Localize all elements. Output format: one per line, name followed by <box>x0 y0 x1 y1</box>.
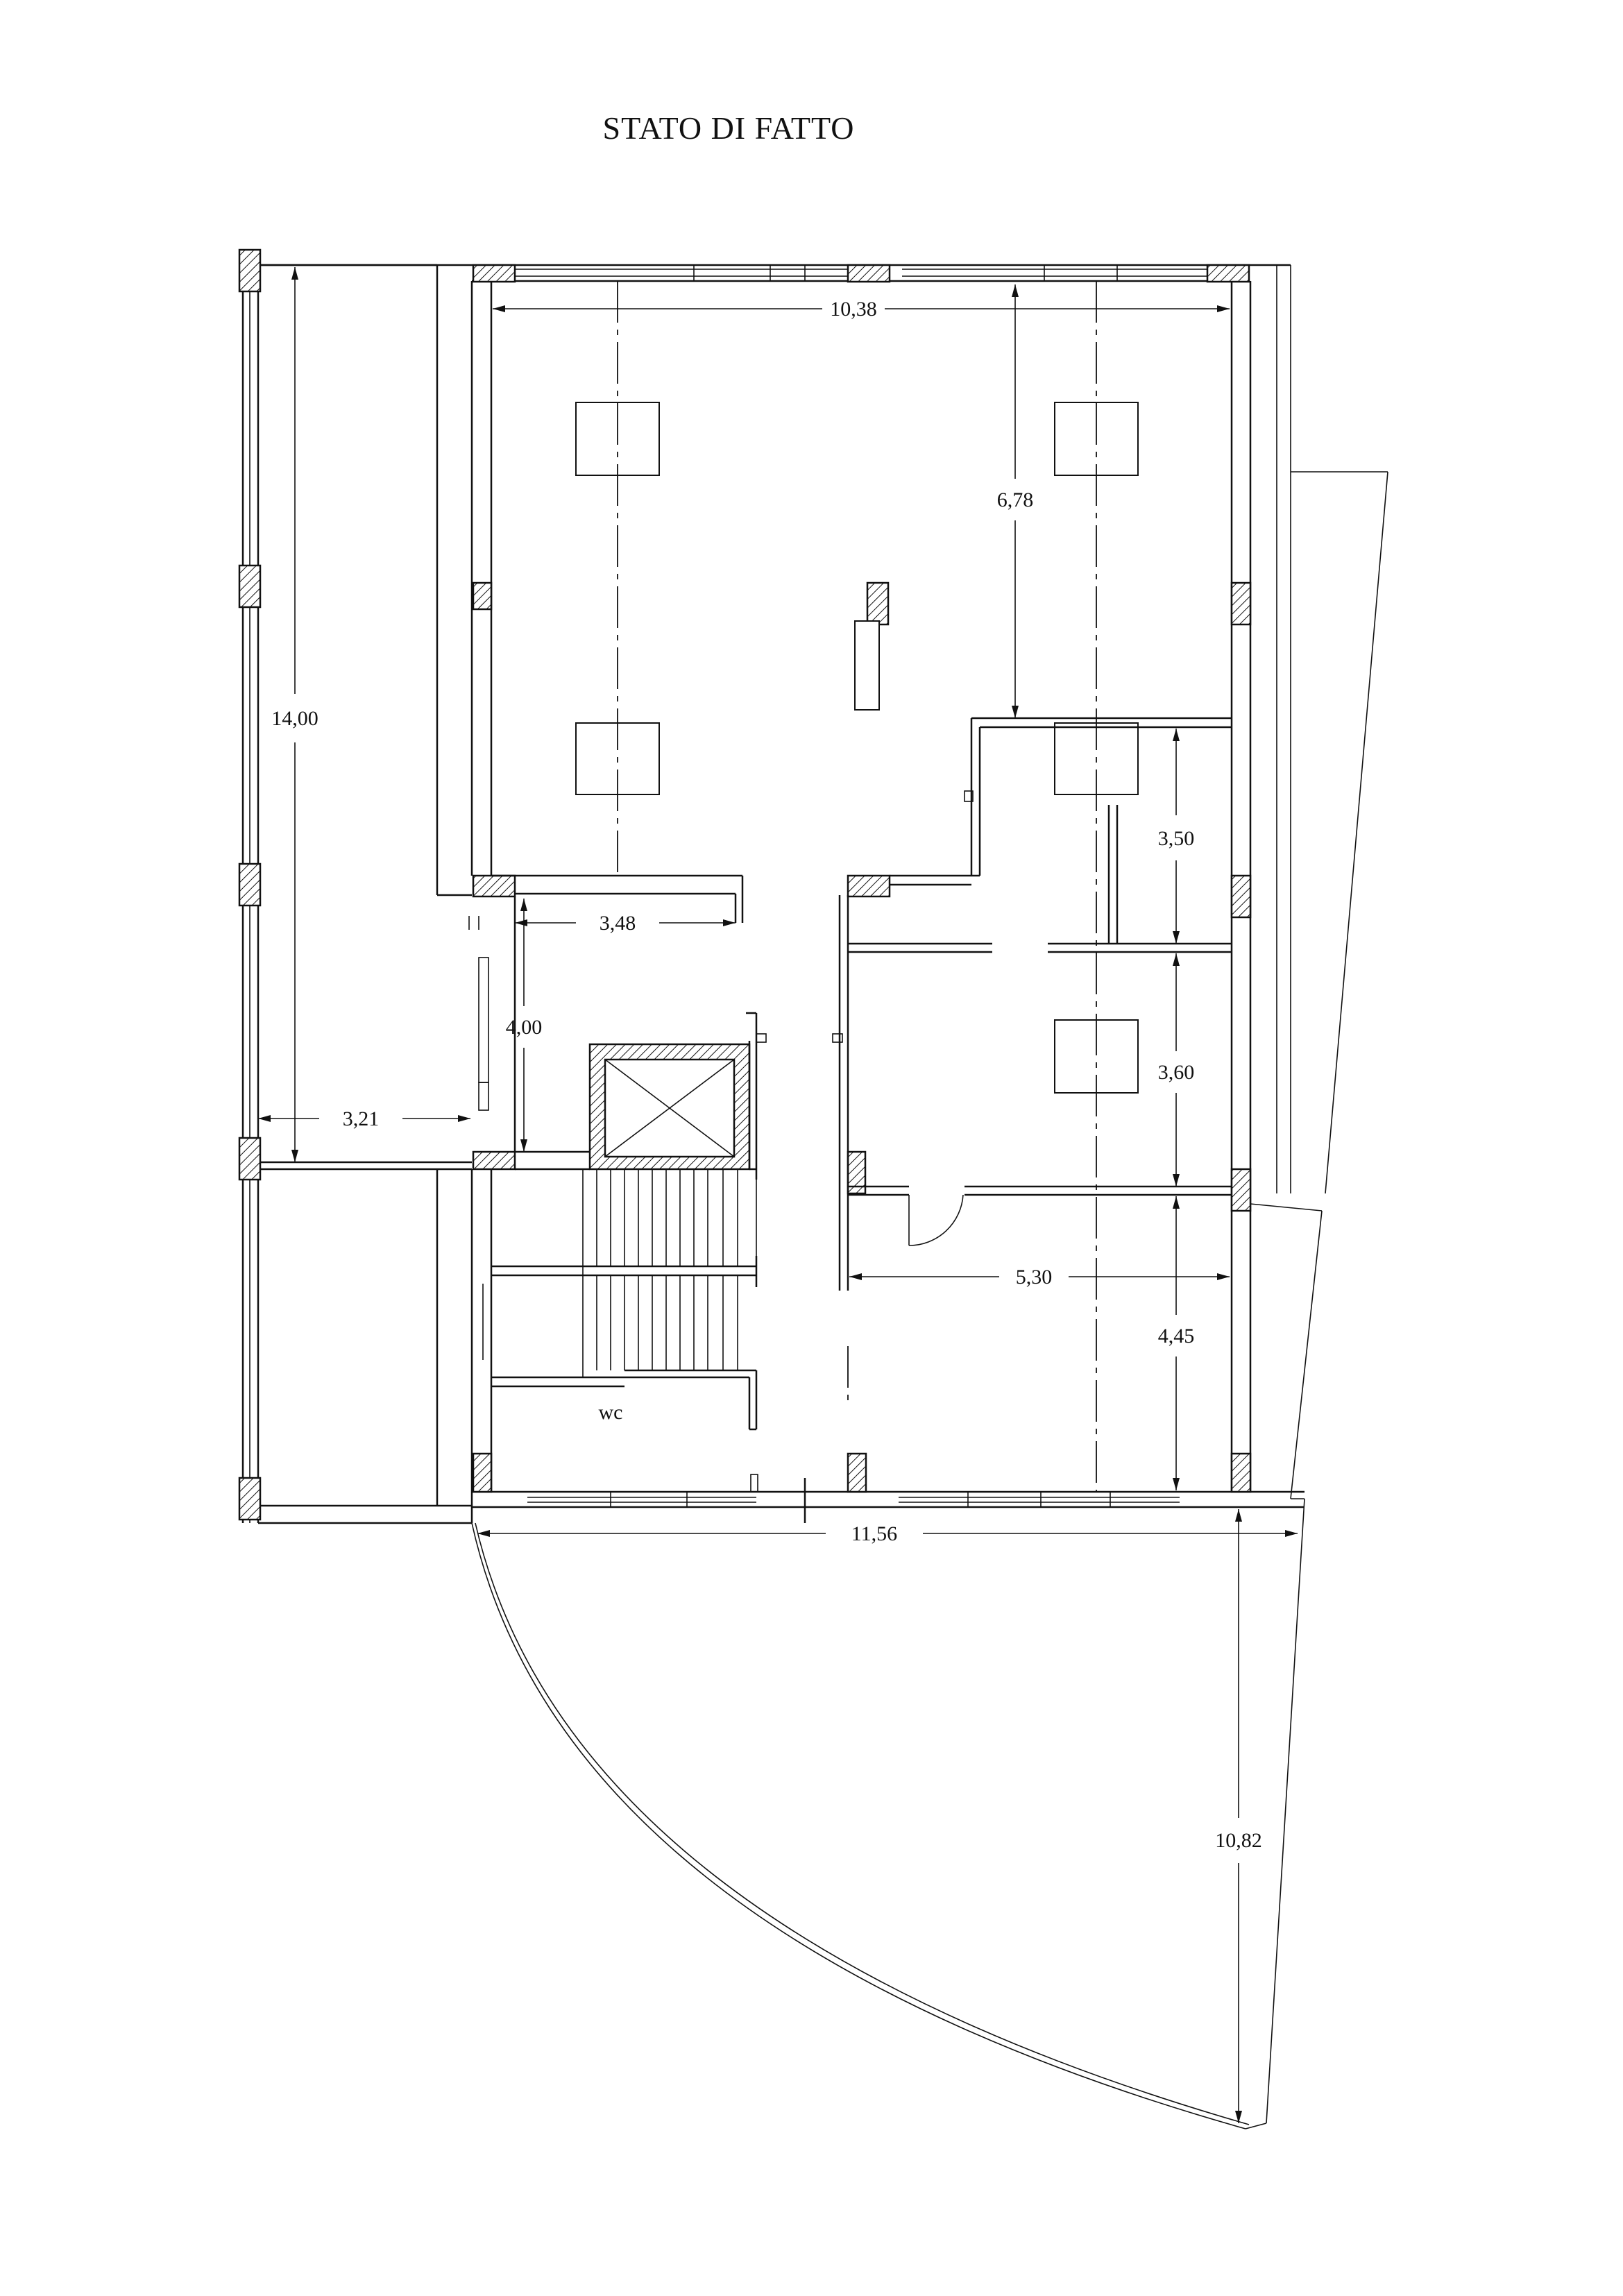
dim-left-corridor-length: 14,00 <box>271 707 318 730</box>
outer-walls <box>241 264 1305 1524</box>
dim-office-2-depth: 3,60 <box>1158 1061 1195 1084</box>
terrace-outline <box>471 471 1388 2129</box>
dim-terrace-depth: 10,82 <box>1215 1829 1262 1852</box>
dimension-lines <box>258 267 1298 2123</box>
dim-main-room-depth: 6,78 <box>997 488 1034 511</box>
dim-stair-hall-width: 3,48 <box>600 912 636 935</box>
drawing-title: STATO DI FATTO <box>602 110 854 146</box>
dim-stair-hall-depth: 4,00 <box>506 1016 543 1039</box>
axis-lines <box>617 281 1097 1492</box>
wc-room: wc <box>491 1369 758 1493</box>
dim-left-corridor-width: 3,21 <box>343 1107 380 1130</box>
structural-columns <box>238 248 1252 1521</box>
dim-office-1-depth: 3,50 <box>1158 827 1195 850</box>
dim-office-3-width: 5,30 <box>1016 1266 1053 1289</box>
room-label-wc: wc <box>599 1401 623 1424</box>
dim-bottom-width: 11,56 <box>851 1522 897 1545</box>
interior-walls <box>468 717 1232 1377</box>
dimension-labels: 10,38 6,78 14,00 3,21 3,48 4,00 3,50 3,6… <box>271 298 1262 1852</box>
staircase <box>482 1168 738 1370</box>
pillars <box>575 402 1139 1094</box>
dim-office-3-depth: 4,45 <box>1158 1325 1195 1347</box>
dim-top-width: 10,38 <box>830 298 877 321</box>
